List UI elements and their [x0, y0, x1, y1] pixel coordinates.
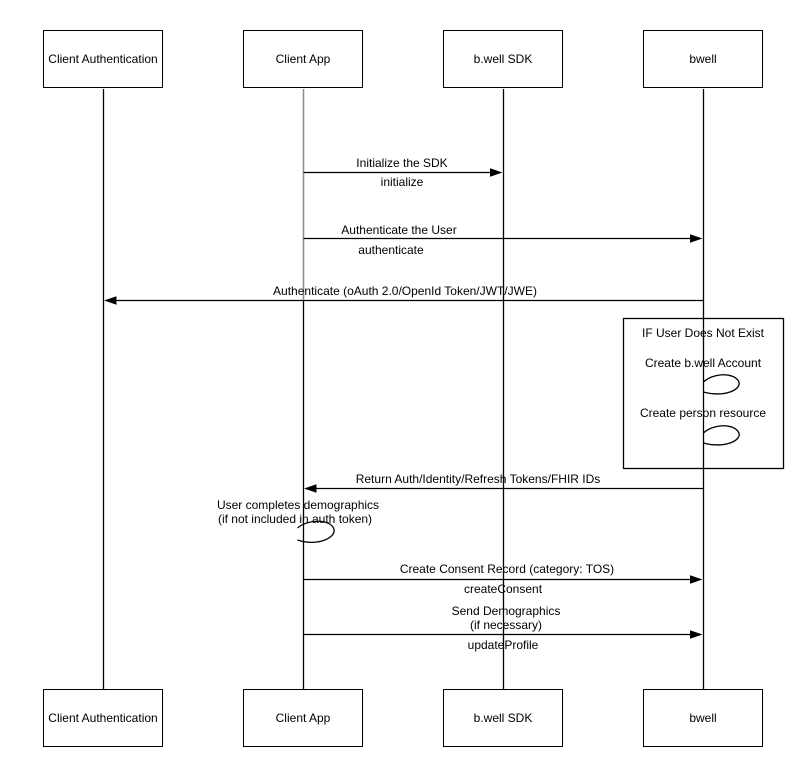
arrow-oauth-return — [104, 296, 704, 305]
actor-label: b.well SDK — [473, 711, 533, 725]
message-subtitle-initialize: initialize — [380, 175, 424, 189]
actor-bottom-client-authentication: Client Authentication — [43, 689, 163, 747]
arrow-send-demographics — [303, 630, 703, 639]
actor-bottom-bwell: bwell — [643, 689, 763, 747]
actor-top-client-app: Client App — [243, 30, 363, 88]
message-title-send-demographics: Send Demographics — [451, 604, 561, 618]
arrow-return-tokens — [304, 484, 704, 493]
actor-label: Client App — [275, 52, 331, 66]
actor-label: bwell — [689, 52, 717, 66]
arrow-create-consent — [303, 575, 703, 584]
note-demographics-line2: (if not included in auth token) — [217, 512, 373, 526]
message-title-return-tokens: Return Auth/Identity/Refresh Tokens/FHIR… — [355, 472, 601, 486]
actor-bottom-bwell-sdk: b.well SDK — [443, 689, 563, 747]
actor-label: b.well SDK — [473, 52, 533, 66]
arrow-authenticate — [303, 234, 703, 243]
self-loop-create-person — [703, 425, 740, 446]
message-subtitle-create-consent: createConsent — [463, 582, 543, 596]
self-loop-demographics — [297, 520, 335, 543]
message-subtitle-authenticate: authenticate — [358, 243, 424, 257]
arrow-initialize — [303, 168, 503, 177]
message-subtitle-send-demographics: updateProfile — [467, 638, 539, 652]
actor-label: bwell — [689, 711, 717, 725]
condition-step-create-person: Create person resource — [639, 406, 767, 420]
self-loop-create-account — [703, 374, 740, 395]
message-title-oauth-return: Authenticate (oAuth 2.0/OpenId Token/JWT… — [273, 284, 537, 298]
message-title-create-consent: Create Consent Record (category: TOS) — [399, 562, 615, 576]
condition-frame — [622, 317, 785, 470]
condition-title: IF User Does Not Exist — [641, 326, 765, 340]
actor-bottom-client-app: Client App — [243, 689, 363, 747]
message-title-initialize: Initialize the SDK — [356, 156, 448, 170]
note-demographics-line1: User completes demographics — [216, 498, 380, 512]
actor-label: Client Authentication — [48, 711, 158, 725]
message-title-authenticate: Authenticate the User — [341, 223, 457, 237]
actor-top-bwell: bwell — [643, 30, 763, 88]
actor-label: Client Authentication — [48, 52, 158, 66]
condition-step-create-account: Create b.well Account — [644, 356, 762, 370]
actor-top-bwell-sdk: b.well SDK — [443, 30, 563, 88]
actor-top-client-authentication: Client Authentication — [43, 30, 163, 88]
message-note-send-demographics: (if necessary) — [469, 618, 543, 632]
actor-label: Client App — [275, 711, 331, 725]
